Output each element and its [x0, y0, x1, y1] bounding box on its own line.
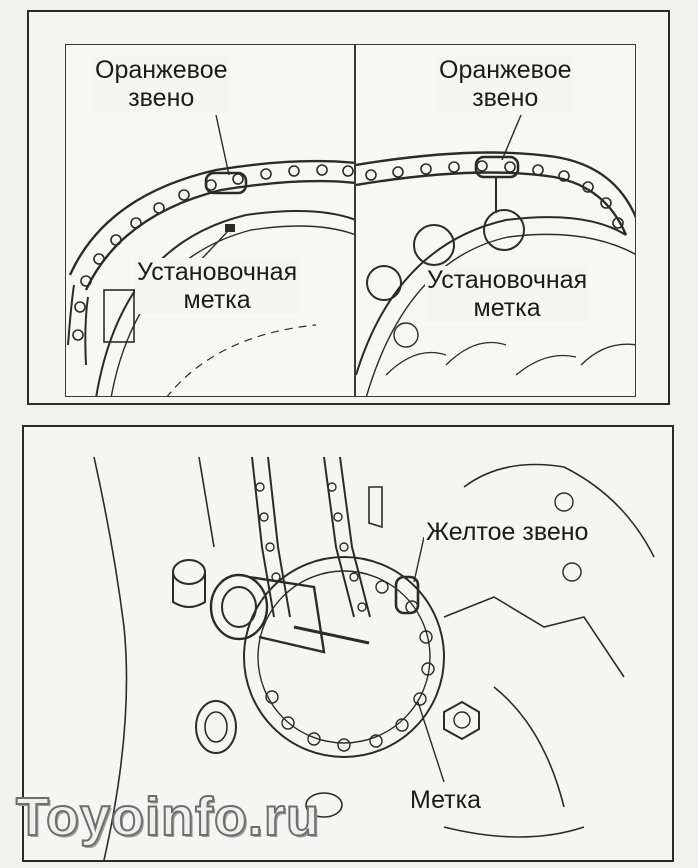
yellow-link-label: Желтое звено	[424, 518, 591, 546]
left-orange-link-label: Оранжевое звено	[93, 56, 230, 112]
left-orange-link-line2: звено	[93, 84, 230, 112]
left-timing-mark-label: Установочная метка	[135, 258, 300, 314]
right-timing-mark-line1: Установочная	[425, 266, 590, 294]
right-orange-link-label: Оранжевое звено	[437, 56, 574, 112]
right-timing-mark-label: Установочная метка	[425, 266, 590, 322]
left-timing-mark-line1: Установочная	[135, 258, 300, 286]
right-orange-link-line2: звено	[437, 84, 574, 112]
right-orange-link-line1: Оранжевое	[437, 56, 574, 84]
mark-label: Метка	[408, 786, 484, 814]
left-timing-mark-line2: метка	[135, 286, 300, 314]
bottom-diagram-panel: Желтое звено Метка	[22, 425, 674, 862]
mark-text: Метка	[408, 786, 484, 814]
right-sprocket-drawing	[356, 114, 635, 396]
yellow-link-text: Желтое звено	[424, 518, 591, 546]
right-timing-mark-line2: метка	[425, 294, 590, 322]
watermark-text: Toyoinfo.ru	[15, 786, 320, 848]
top-diagram-panel: Оранжевое звено Установочная метка Оранж…	[27, 10, 670, 405]
left-sprocket-drawing	[67, 114, 354, 396]
left-orange-link-line1: Оранжевое	[93, 56, 230, 84]
camshaft-sprocket-drawing	[93, 456, 655, 860]
